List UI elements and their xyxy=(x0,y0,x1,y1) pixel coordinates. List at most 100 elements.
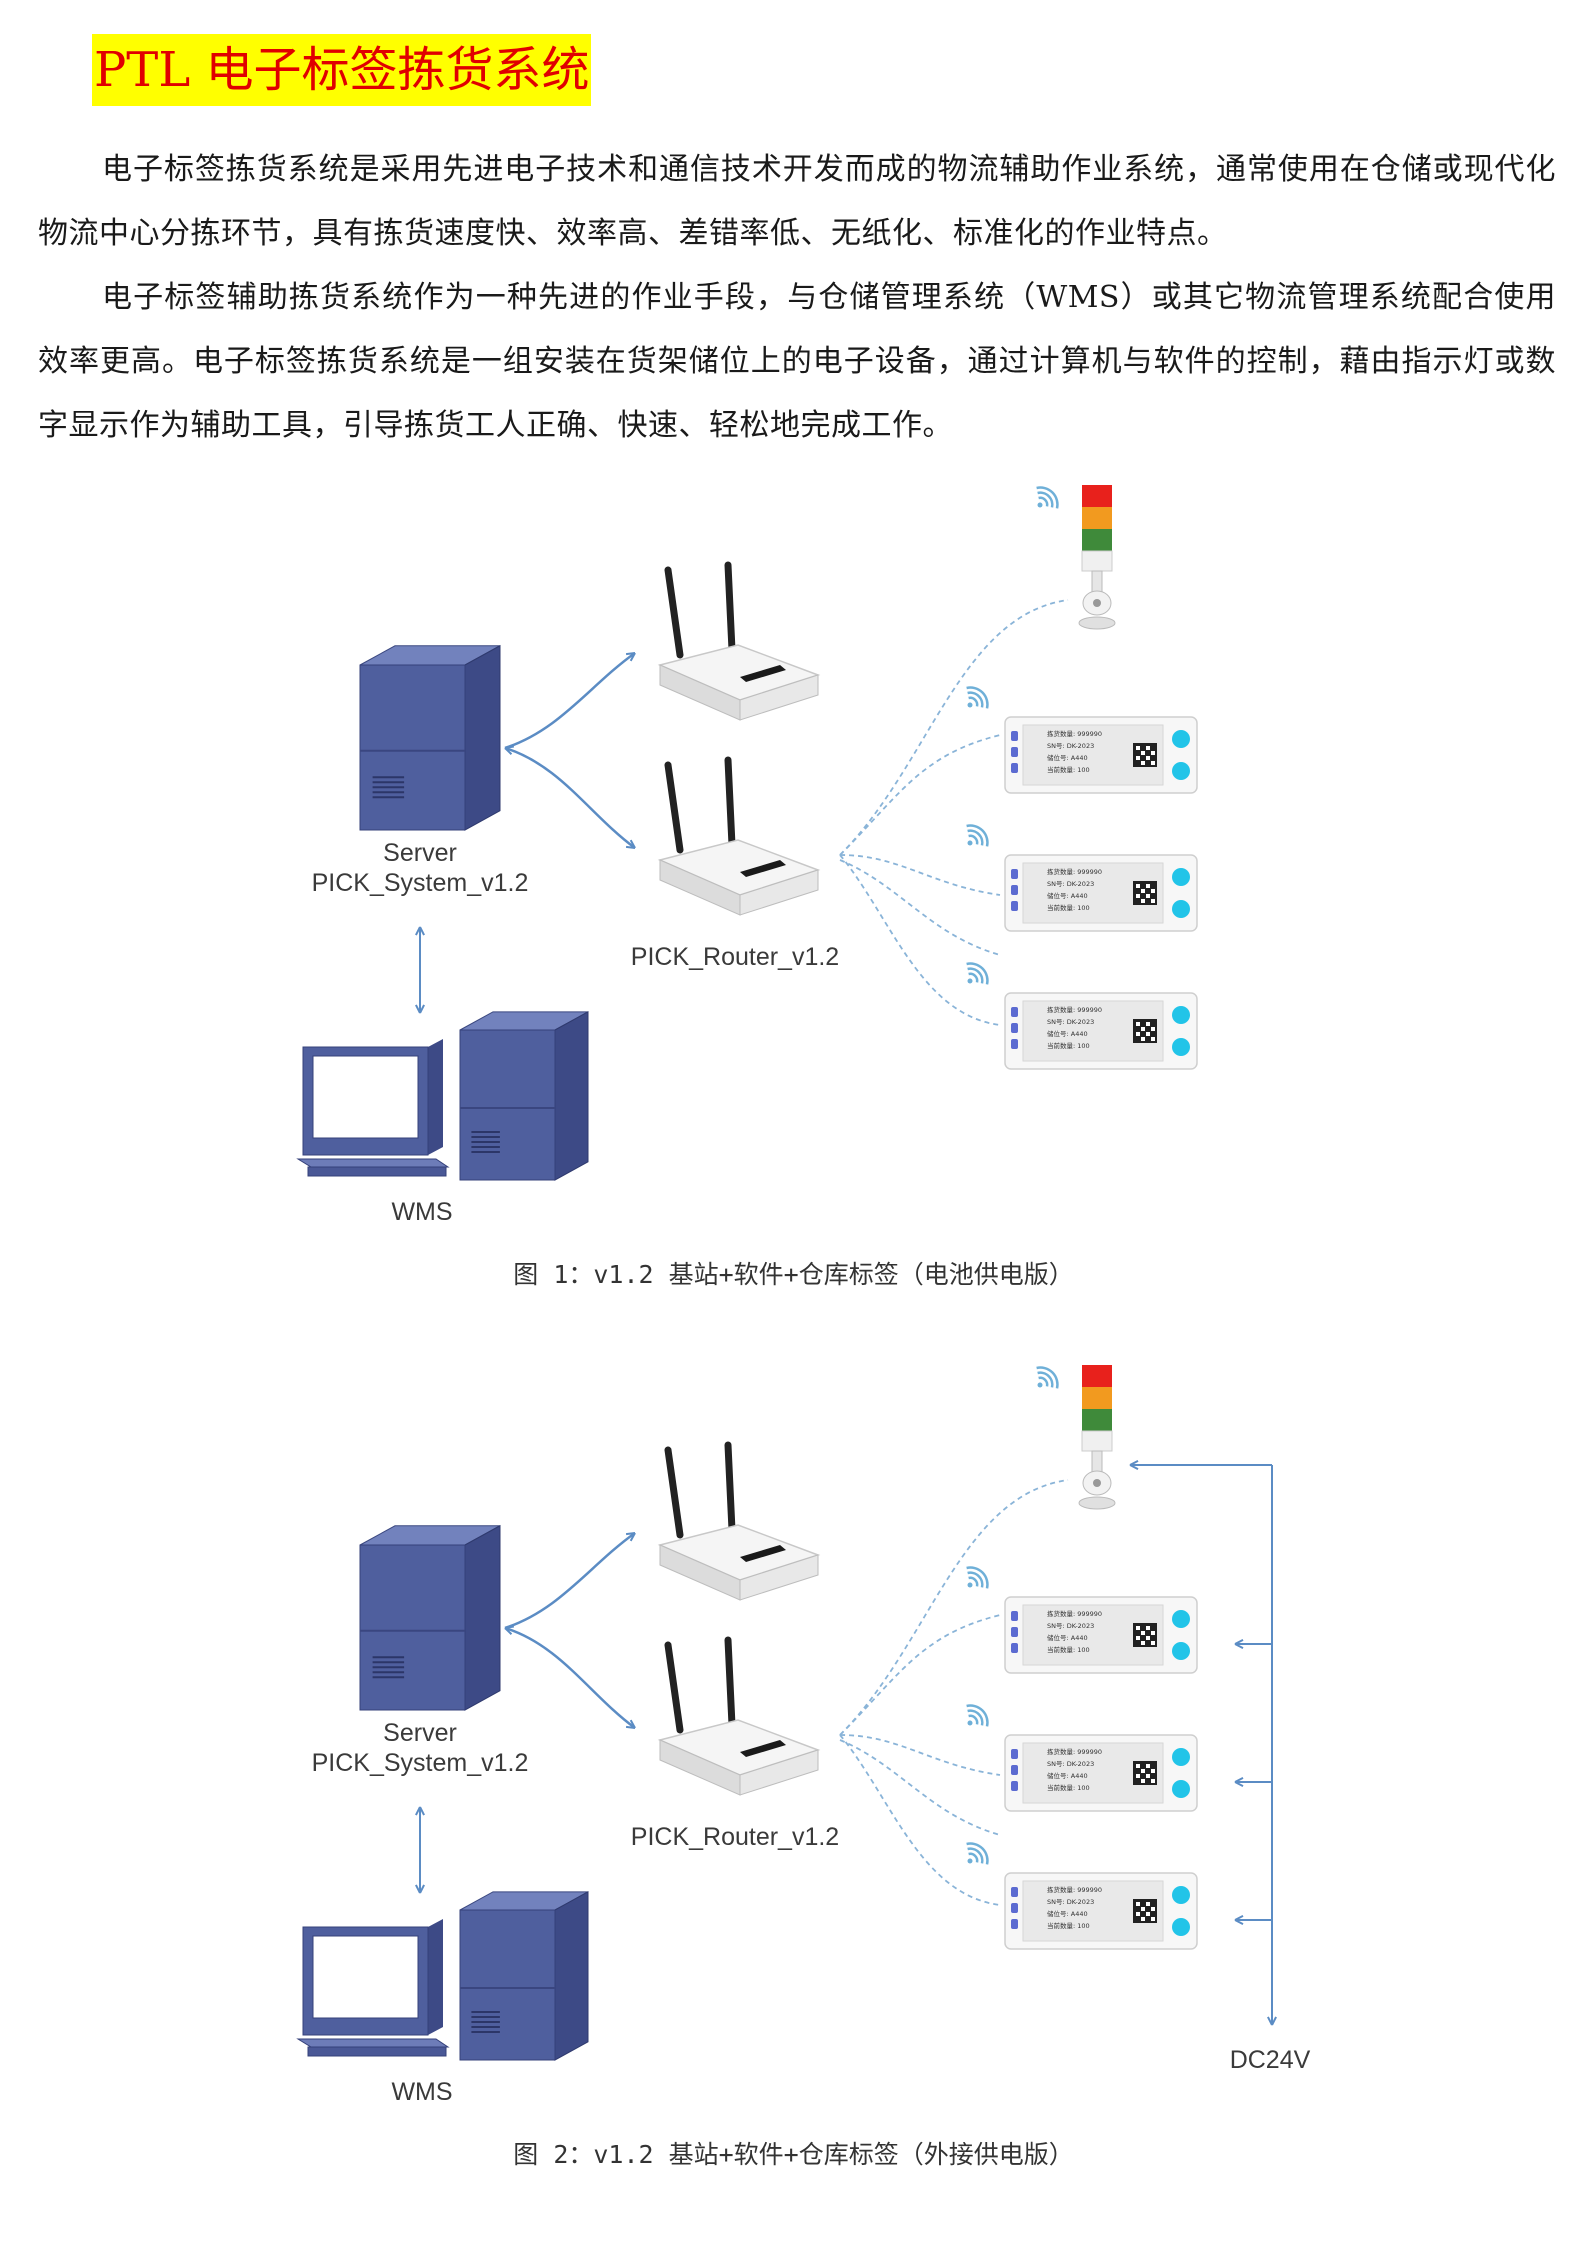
tag-display-line: SN号: DK-2023 xyxy=(1047,1622,1094,1630)
tag-display-line: 储位号: A440 xyxy=(1047,891,1088,900)
tag-display-line: 当前数量: 100 xyxy=(1047,1783,1090,1792)
tag-button xyxy=(1172,1610,1190,1628)
tag-button xyxy=(1172,1038,1190,1056)
wireless-link xyxy=(839,1734,1001,1906)
wireless-link xyxy=(839,859,1001,956)
tag-button xyxy=(1172,1006,1190,1024)
tag-button xyxy=(1172,1642,1190,1660)
light-red xyxy=(1082,485,1112,507)
wireless-link xyxy=(839,734,1001,856)
router-label: PICK_Router_v1.2 xyxy=(630,943,840,971)
tag-display-line: 储位号: A440 xyxy=(1047,1029,1088,1038)
wms-server-icon xyxy=(459,1011,589,1181)
router-icon-2 xyxy=(657,756,821,916)
tag-display-line: 当前数量: 100 xyxy=(1047,903,1090,912)
light-tower-icon xyxy=(1078,1365,1116,1510)
wms-label: WMS xyxy=(391,2078,453,2106)
server-name-label: Server xyxy=(383,1719,457,1747)
wireless-link xyxy=(839,599,1069,856)
light-green xyxy=(1082,1409,1112,1431)
wireless-link xyxy=(839,854,1001,1026)
wifi-icon xyxy=(966,686,989,709)
wifi-icon xyxy=(966,824,989,847)
wireless-link xyxy=(839,854,1001,896)
light-tower-icon xyxy=(1078,485,1116,630)
tag-button xyxy=(1172,1748,1190,1766)
wms-label: WMS xyxy=(391,1198,453,1226)
tag-display-line: 拣货数量: 999990 xyxy=(1047,729,1102,738)
router-icon-1 xyxy=(657,1441,821,1601)
figure-1-caption: 图 1：v1.2 基站+软件+仓库标签（电池供电版） xyxy=(513,1260,1074,1289)
wireless-link xyxy=(839,1614,1001,1736)
intro-paragraph-1: 电子标签拣货系统是采用先进电子技术和通信技术开发而成的物流辅助作业系统，通常使用… xyxy=(38,152,1556,251)
wifi-icon xyxy=(966,1842,989,1865)
tag-display-line: SN号: DK-2023 xyxy=(1047,1898,1094,1906)
router-label: PICK_Router_v1.2 xyxy=(630,1823,840,1851)
page-title: PTL 电子标签拣货系统 xyxy=(92,34,592,106)
router-icon-1 xyxy=(657,561,821,721)
server-system-label: PICK_System_v1.2 xyxy=(311,869,529,897)
tag-button xyxy=(1172,868,1190,886)
tag-display-line: SN号: DK-2023 xyxy=(1047,1760,1094,1768)
wireless-link xyxy=(839,1734,1001,1776)
tag-display-line: 储位号: A440 xyxy=(1047,1909,1088,1918)
server-name-label: Server xyxy=(383,839,457,867)
link-server-router-2 xyxy=(504,746,636,850)
tag-button xyxy=(1172,1918,1190,1936)
router-icon-2 xyxy=(657,1636,821,1796)
wifi-icon xyxy=(966,962,989,985)
light-green xyxy=(1082,529,1112,551)
figure-2-caption: 图 2：v1.2 基站+软件+仓库标签（外接供电版） xyxy=(513,2140,1074,2169)
tag-display-line: 拣货数量: 999990 xyxy=(1047,1885,1102,1894)
wms-monitor-icon xyxy=(296,1039,450,1177)
link-server-router-2 xyxy=(504,1626,636,1730)
tag-display-line: 储位号: A440 xyxy=(1047,753,1088,762)
tag-display-line: 当前数量: 100 xyxy=(1047,1645,1090,1654)
wifi-icon xyxy=(966,1704,989,1727)
wireless-link xyxy=(839,1739,1001,1836)
server-icon xyxy=(359,1524,501,1711)
wifi-icon xyxy=(1036,1366,1059,1389)
tag-display-line: 当前数量: 100 xyxy=(1047,1041,1090,1050)
tag-button xyxy=(1172,900,1190,918)
tag-button xyxy=(1172,1886,1190,1904)
power-label: DC24V xyxy=(1229,2046,1311,2074)
tag-button xyxy=(1172,1780,1190,1798)
tag-display-line: 拣货数量: 999990 xyxy=(1047,867,1102,876)
tag-display-line: 拣货数量: 999990 xyxy=(1047,1609,1102,1618)
wms-server-icon xyxy=(459,1891,589,2061)
wifi-icon xyxy=(966,1566,989,1589)
tag-display-line: 当前数量: 100 xyxy=(1047,765,1090,774)
link-server-router-1 xyxy=(504,651,636,750)
tag-display-line: SN号: DK-2023 xyxy=(1047,1018,1094,1026)
light-red xyxy=(1082,1365,1112,1387)
light-orange xyxy=(1082,507,1112,529)
tag-display-line: 储位号: A440 xyxy=(1047,1633,1088,1642)
server-system-label: PICK_System_v1.2 xyxy=(311,1749,529,1777)
wms-monitor-icon xyxy=(296,1919,450,2057)
link-server-router-1 xyxy=(504,1531,636,1630)
wireless-link xyxy=(839,1479,1069,1736)
tag-display-line: SN号: DK-2023 xyxy=(1047,742,1094,750)
tag-button xyxy=(1172,762,1190,780)
tag-display-line: SN号: DK-2023 xyxy=(1047,880,1094,888)
tag-display-line: 储位号: A440 xyxy=(1047,1771,1088,1780)
intro-paragraph-2: 电子标签辅助拣货系统作为一种先进的作业手段，与仓储管理系统（WMS）或其它物流管… xyxy=(38,280,1556,443)
tag-display-line: 当前数量: 100 xyxy=(1047,1921,1090,1930)
server-icon xyxy=(359,644,501,831)
tag-button xyxy=(1172,730,1190,748)
tag-display-line: 拣货数量: 999990 xyxy=(1047,1005,1102,1014)
tag-display-line: 拣货数量: 999990 xyxy=(1047,1747,1102,1756)
light-orange xyxy=(1082,1387,1112,1409)
wifi-icon xyxy=(1036,486,1059,509)
